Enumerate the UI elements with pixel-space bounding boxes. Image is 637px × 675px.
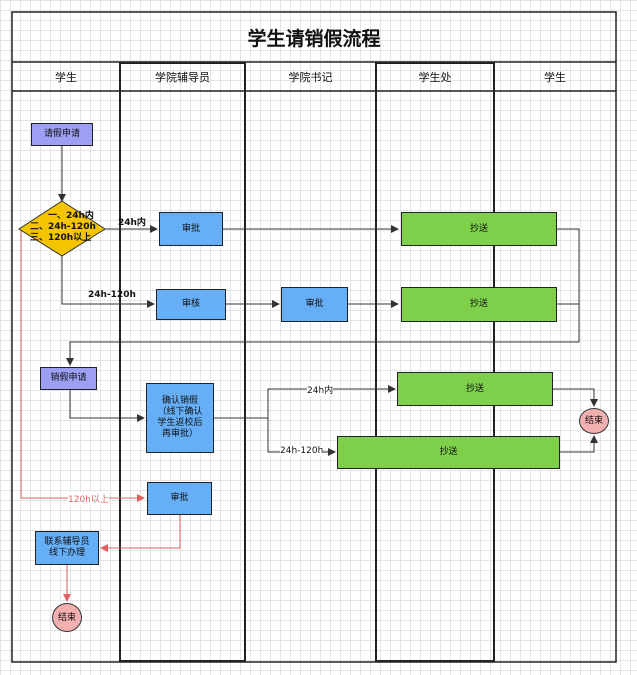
dark-connectors: [58, 146, 598, 456]
diagram-title: 学生请销假流程: [247, 27, 381, 50]
counselor-review-node: 审核: [156, 289, 226, 320]
edge-label-over-120h: 120h以上: [68, 492, 109, 505]
lane-header-student: 学生: [55, 71, 77, 84]
counselor-approve-node-1: 审批: [159, 212, 223, 246]
cc-node-2: 抄送: [401, 287, 557, 322]
decision-diamond: [18, 200, 106, 257]
decision-option-2: 二、24h-120h: [30, 222, 96, 232]
lane-header-counselor: 学院辅导员: [155, 71, 210, 84]
swimlane-frame: [11, 11, 617, 663]
cc-node-4: 抄送: [337, 436, 560, 469]
edge-label-24-120h-lower: 24h-120h: [280, 446, 324, 456]
edge-label-24h-lower: 24h内: [307, 383, 334, 396]
decision-label: 一、24h内 二、24h-120h 三、120h以上: [22, 211, 108, 251]
lane-header-secretary: 学院书记: [288, 71, 333, 84]
cancel-leave-application-node: 销假申请: [40, 367, 97, 390]
lane-header-student-affairs: 学生处: [418, 71, 452, 84]
secretary-approve-node: 审批: [281, 287, 348, 322]
edge-label-24h-top: 24h内: [118, 218, 146, 228]
end-node-2: 结束: [52, 603, 82, 632]
edge-label-24-120h-mid: 24h-120h: [88, 290, 136, 300]
decision-option-1: 一、24h内: [48, 211, 94, 221]
lane-header-student-2: 学生: [544, 71, 566, 84]
cc-node-3: 抄送: [397, 372, 553, 406]
decision-option-3: 三、120h以上: [30, 233, 92, 243]
confirm-cancel-node: 确认销假 （线下确认 学生返校后 再审批）: [146, 383, 214, 453]
contact-counselor-node: 联系辅导员 线下办理: [35, 531, 99, 565]
cc-node-1: 抄送: [401, 212, 557, 246]
end-node-1: 结束: [579, 408, 609, 434]
leave-application-node: 请假申请: [31, 123, 93, 146]
counselor-approve-node-2: 审批: [147, 482, 212, 515]
